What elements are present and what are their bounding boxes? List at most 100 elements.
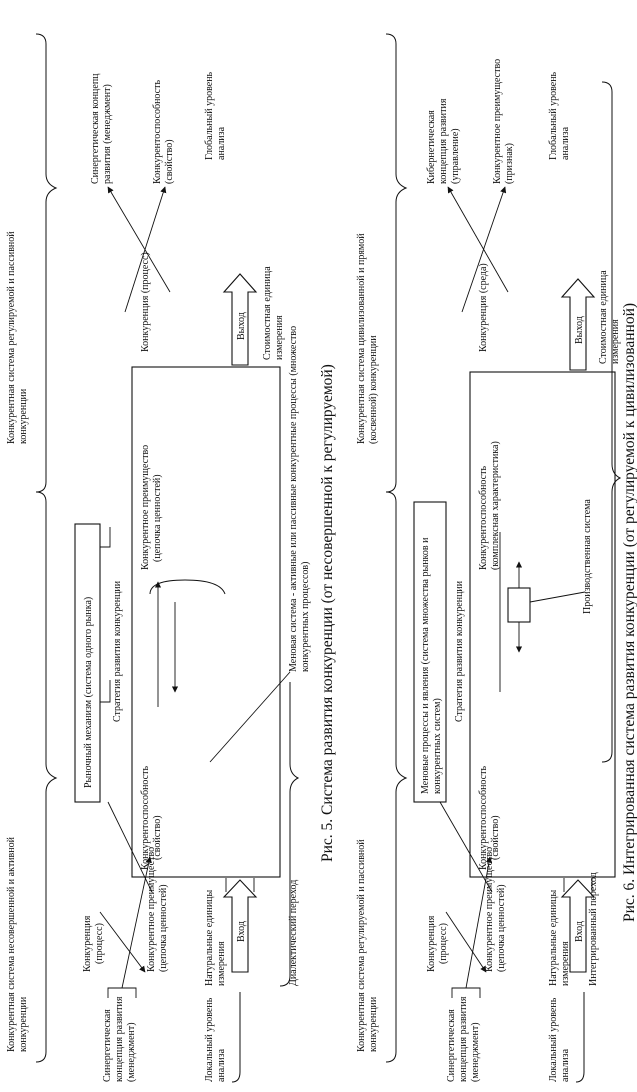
fig6-nat-2: измерения [560, 941, 571, 986]
fig6-input-label: Вход [574, 921, 585, 942]
fig5-market-ticks [100, 527, 111, 703]
fig6-syn-left-2: концепция развития [458, 996, 469, 1082]
fig5-exchange-1: Меновая система - активные или пассивные… [288, 326, 299, 672]
fig5-line-adv-to-market [107, 801, 153, 893]
fig5-dialectic-brace [279, 682, 300, 987]
fig5-kc-r1: Конкурентоспособность [152, 80, 163, 184]
fig6-brace-right-top [385, 33, 408, 493]
fig5-arrow-proc-to-adv [99, 911, 146, 973]
fig5-dialectic: Диалектический переход [288, 880, 299, 986]
fig5-kc-1: Конкурентоспособность [140, 766, 151, 870]
fig6-line-to-production [529, 591, 586, 603]
fig5-nat-2: измерения [216, 941, 227, 986]
fig5-local-1: Локальный уровень [204, 997, 215, 1082]
fig5-input-arrow [222, 879, 258, 973]
fig6-syn-left-3: (менеджмент) [470, 1022, 481, 1082]
fig5-market-label: Рыночный механизм (система одного рынка) [83, 597, 94, 788]
fig5-global-2: анализа [216, 126, 227, 160]
fig5-kc-2: (свойство) [152, 815, 163, 860]
fig6-arrow-right-2 [447, 186, 509, 293]
fig5-line-to-exchange [209, 671, 291, 763]
fig5-syn-right-1: Синергетическая концепц [90, 73, 101, 184]
fig6-arrow-proc-to-adv [445, 911, 487, 973]
fig6-adv-r2: (признак) [504, 143, 515, 184]
fig6-cost-1: Стоимостная единица [598, 270, 609, 364]
fig5-comp-proc-1: Конкуренция [82, 915, 93, 972]
fig5-brace-right-top [35, 33, 58, 493]
fig6-integrated-brace [601, 81, 622, 763]
fig5-top-right: Конкурентная система регулируемой и пасс… [6, 231, 17, 444]
fig6-cyber-1: Кибернетическая [426, 110, 437, 184]
fig5-brace-left-top [35, 491, 58, 1063]
fig5-comp-proc-2: (процесс) [94, 923, 105, 964]
fig5-output-label: Выход [236, 312, 247, 340]
fig6-kc-c2: (комплексная характеристика) [490, 441, 501, 570]
fig6-comp-proc-1: Конкуренция [426, 915, 437, 972]
fig6-output-label: Выход [574, 316, 585, 344]
fig6-comp-env: Конкуренция (среда) [478, 263, 489, 352]
fig6-market-2: конкурентных систем) [432, 698, 443, 794]
figure-6: Конкурентная система регулируемой и пасс… [356, 33, 637, 1083]
fig6-kc-2: (свойство) [490, 815, 501, 860]
fig6-top-right-2: (косвенной) конкуренции [368, 335, 379, 444]
fig5-top-right-2: конкуренции [18, 388, 29, 444]
fig6-local-1: Локальный уровень [548, 997, 559, 1082]
fig5-adv-left-1: Конкурентное преимущество [146, 847, 157, 972]
fig6-local-brace [575, 992, 585, 1083]
fig6-top-left-2: конкуренции [368, 996, 379, 1052]
fig5-exchange-2: конкурентных процессов) [300, 562, 311, 672]
fig5-top-left-2: конкуренции [18, 996, 29, 1052]
fig5-adv-left-2: (цепочка ценностей) [158, 884, 169, 972]
fig6-kc-c1: Конкурентоспособность [478, 466, 489, 570]
fig6-kc-1: Конкурентоспособность [478, 766, 489, 870]
fig6-caption: Рис. 6. Интегрированная система развития… [621, 303, 637, 922]
fig5-global-1: Глобальный уровень [204, 71, 215, 160]
fig6-cyber-3: (управление) [450, 128, 461, 184]
fig5-local-brace [231, 992, 241, 1083]
fig6-local-2: анализа [560, 1048, 571, 1082]
fig6-comp-proc-2: (процесс) [438, 923, 449, 964]
fig6-input-arrows [563, 878, 593, 892]
fig6-cost-2: измерения [610, 319, 621, 364]
fig5-kc-r2: (свойство) [164, 139, 175, 184]
fig5-syn-left-3: (менеджмент) [126, 1022, 137, 1082]
fig6-brace-left-top [385, 491, 408, 1063]
fig6-market-box [413, 501, 447, 803]
fig6-strategy: Стратегия развития конкуренции [454, 580, 465, 722]
fig6-top-right: Конкурентная система цивилизованной и пр… [356, 233, 367, 444]
fig6-global-1: Глобальный уровень [548, 71, 559, 160]
fig6-main-rect [469, 371, 616, 878]
fig6-adv-r1: Конкурентное преимущество [492, 59, 503, 184]
fig6-production: Производственная система [582, 499, 593, 614]
fig5-arrow-right-2 [107, 186, 171, 293]
fig6-adv-left-2: (цепочка ценностей) [496, 884, 507, 972]
fig5-cost-2: измерения [274, 315, 285, 360]
fig5-top-left: Конкурентная система несовершенной и акт… [6, 836, 17, 1052]
fig5-main-rect [131, 366, 281, 878]
fig5-adv-mid-2: (цепочка ценностей) [152, 474, 163, 562]
fig5-local-2: анализа [216, 1048, 227, 1082]
fig5-caption: Рис. 5. Система развития конкуренции (от… [319, 364, 336, 862]
fig6-nat-1: Натуральные единицы [548, 889, 559, 986]
fig5-adv-mid-1: Конкурентное преимущество [140, 445, 151, 570]
fig6-arrow-syn-to-kc [465, 856, 493, 989]
fig5-input-arrows [225, 878, 255, 892]
figure-5: Конкурентная система несовершенной и акт… [6, 33, 336, 1083]
fig6-adv-left-1: Конкурентное преимущество [484, 847, 495, 972]
fig5-input-label: Вход [236, 921, 247, 942]
fig5-nat-1: Натуральные единицы [204, 889, 215, 986]
fig6-line-adv-to-market [439, 801, 493, 893]
fig5-cost-1: Стоимостная единица [262, 266, 273, 360]
fig5-comp-proc-r: Конкуренция (процесс) [140, 252, 151, 352]
fig6-top-left: Конкурентная система регулируемой и пасс… [356, 839, 367, 1052]
fig6-input-arrow [560, 879, 596, 973]
fig6-global-2: анализа [560, 126, 571, 160]
fig5-output-arrow [222, 273, 258, 366]
fig6-integrated: Интегрированный переход [588, 872, 599, 986]
fig6-syn-left-1: Синергетическая [446, 1009, 457, 1082]
fig5-inner-brace [149, 579, 226, 595]
fig5-strategy: Стратегия развития конкуренции [112, 580, 123, 722]
fig6-output-arrow [560, 278, 596, 371]
